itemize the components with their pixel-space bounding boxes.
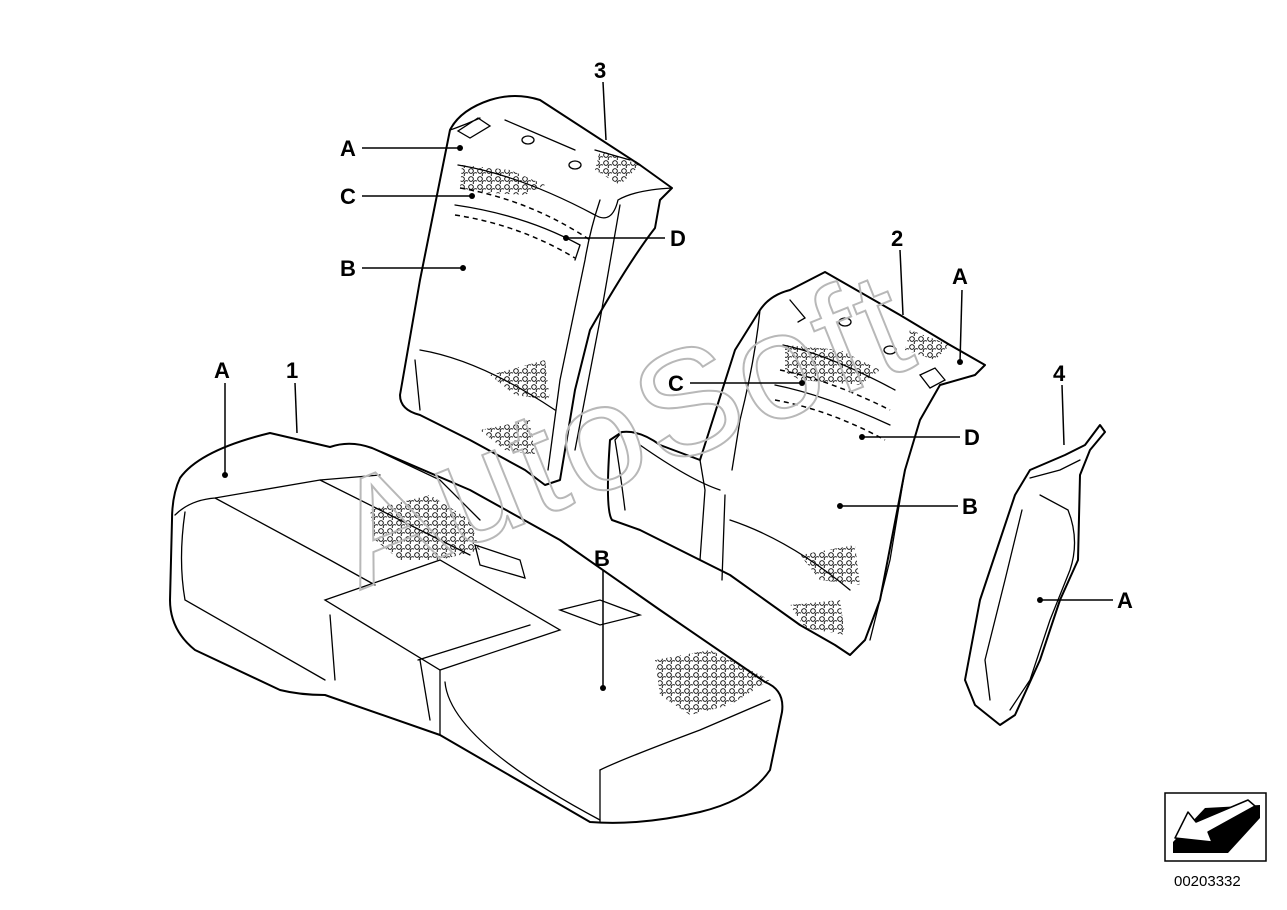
side-bolster: [964, 424, 1106, 726]
label-left-back-d: D: [670, 226, 686, 251]
backrest-left: [399, 95, 673, 486]
arrow-orientation-icon: [1164, 792, 1267, 862]
label-left-back-c: C: [340, 184, 356, 209]
label-left-back-b: B: [340, 256, 356, 281]
backrest-right: [606, 271, 986, 656]
label-right-back-a: A: [952, 264, 968, 289]
label-cushion-b: B: [594, 546, 610, 571]
label-right-back-d: D: [964, 425, 980, 450]
label-backrest-left-3: 3: [594, 58, 606, 83]
label-left-back-a: A: [340, 136, 356, 161]
label-backrest-right-2: 2: [891, 226, 903, 251]
label-right-back-b: B: [962, 494, 978, 519]
label-bolster-a: A: [1117, 588, 1133, 613]
label-side-bolster-4: 4: [1053, 361, 1066, 386]
label-right-back-c: C: [668, 371, 684, 396]
document-number: 00203332: [1174, 873, 1241, 890]
label-seat-cushion-1: 1: [286, 358, 298, 383]
callouts: A 1 B 3 A C B D 2 A C D B: [214, 58, 1133, 691]
label-cushion-a: A: [214, 358, 230, 383]
seat-cushion: [169, 432, 784, 824]
